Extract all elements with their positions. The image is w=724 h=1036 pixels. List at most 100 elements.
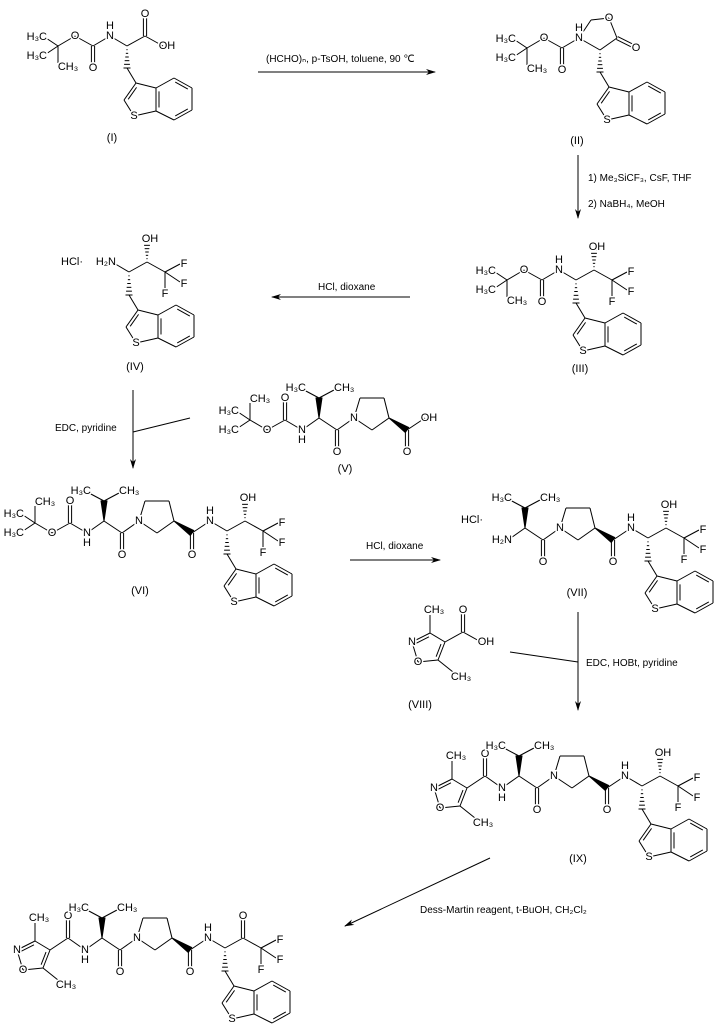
atom-label: O — [533, 804, 542, 816]
atom-label: F — [694, 792, 701, 804]
atom-label: OH — [159, 40, 176, 52]
single-bond — [16, 940, 36, 951]
single-bond — [125, 326, 137, 344]
single-bond — [559, 507, 567, 529]
atom-label: H₃C — [286, 382, 306, 394]
atom-label: CH₃ — [58, 61, 78, 73]
single-bond — [647, 527, 667, 539]
atom-label: F — [279, 537, 286, 549]
single-bond — [571, 775, 590, 789]
single-bond — [49, 937, 69, 951]
atom-label: S — [603, 114, 610, 126]
atom-label: O — [481, 748, 490, 760]
atom-label: S — [130, 110, 137, 122]
single-bond — [284, 419, 303, 431]
single-bond — [74, 35, 94, 47]
atom-label: N — [550, 770, 558, 782]
single-bond — [231, 1013, 255, 1020]
aromatic-inner-bond — [272, 1011, 287, 1020]
single-bond — [648, 851, 672, 858]
single-bond — [514, 47, 528, 57]
atom-label: N — [575, 32, 583, 44]
atom-label: OH — [478, 636, 495, 648]
single-bond — [207, 937, 226, 949]
single-bond — [262, 522, 279, 532]
atom-label: CH₃ — [117, 902, 137, 914]
single-bond — [599, 37, 618, 51]
single-bond — [164, 271, 181, 283]
single-bond — [459, 787, 468, 807]
single-bond — [606, 775, 626, 789]
single-bond — [437, 659, 454, 673]
atom-labels-layer: H₃CH₃CCH₃OONHOOHSH₃CH₃CCH₃OONHOOSH₃CH₃CC… — [2, 7, 708, 1027]
atom-label: H — [621, 760, 629, 772]
single-bond — [273, 563, 293, 575]
atom-label: H₃C — [27, 31, 47, 43]
atom-label: O — [19, 964, 28, 976]
single-bond — [507, 527, 526, 541]
atom-label: O — [118, 549, 127, 561]
single-bond — [262, 530, 279, 542]
aromatic-inner-bond — [438, 782, 452, 790]
single-bond — [221, 1002, 233, 1020]
single-bond — [45, 45, 59, 55]
atom-label: H₂N — [96, 256, 116, 268]
single-bond — [484, 775, 503, 789]
aromatic-inner-bond — [274, 567, 289, 576]
atom-label: O — [186, 966, 195, 978]
condition-step5: HCl, dioxane — [366, 541, 424, 552]
single-bond — [628, 114, 648, 125]
single-bond — [168, 500, 175, 522]
single-bond — [119, 937, 138, 951]
atom-label: O — [632, 42, 641, 54]
single-bond — [590, 17, 610, 21]
single-bond — [164, 263, 181, 273]
single-bond — [253, 1013, 273, 1024]
atom-label: H — [498, 792, 506, 804]
single-bond — [138, 500, 146, 522]
single-bond — [429, 632, 446, 643]
single-bond — [271, 1012, 291, 1024]
single-bond — [255, 563, 275, 575]
single-bond — [526, 37, 545, 49]
atom-label: H₃C — [219, 405, 239, 417]
atom-label: O — [116, 966, 125, 978]
aromatic-inner-bond — [642, 828, 652, 841]
single-bond — [553, 775, 573, 789]
atom-label: O — [459, 604, 468, 616]
single-bond — [641, 775, 661, 787]
single-bond — [644, 575, 658, 594]
single-bond — [578, 19, 592, 39]
aromatic-inner-bond — [40, 951, 47, 965]
atom-label: O — [48, 527, 57, 539]
atom-label: F — [181, 258, 188, 270]
atom-label: S — [132, 337, 139, 349]
single-bond — [575, 269, 595, 281]
atom-label: CH₃ — [446, 750, 466, 762]
single-bond — [641, 808, 652, 825]
compound-label-III: (III) — [572, 363, 589, 375]
single-bond — [501, 775, 520, 789]
atom-label: F — [277, 954, 284, 966]
single-bond — [173, 77, 193, 89]
atom-label: F — [260, 547, 267, 559]
atom-label: H₃C — [496, 33, 516, 45]
single-bond — [22, 522, 36, 532]
single-bond — [154, 937, 173, 951]
single-bond — [242, 937, 262, 949]
single-bond — [101, 937, 121, 951]
single-bond — [593, 269, 613, 281]
single-bond — [253, 980, 273, 992]
aromatic-inner-bond — [227, 573, 237, 586]
atom-label: O — [520, 264, 529, 276]
single-bond — [572, 317, 586, 336]
single-bond — [224, 937, 244, 949]
single-bond — [541, 269, 560, 281]
reagent-join-line-step6 — [509, 651, 579, 663]
single-bond — [233, 596, 257, 603]
single-bond — [694, 570, 714, 582]
single-bond — [237, 411, 251, 421]
single-bond — [411, 632, 431, 643]
single-bond — [656, 575, 678, 582]
